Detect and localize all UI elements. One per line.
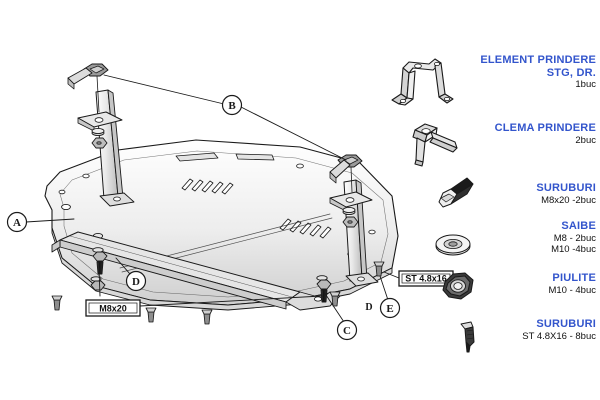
vent-slots-group-2 <box>279 218 332 239</box>
legend-qty-suruburi-st48x16: ST 4.8X16 - 8buc <box>522 330 596 342</box>
self-tapping-screws <box>51 261 385 325</box>
callout-D: D <box>125 270 147 292</box>
washer-icon <box>427 226 483 269</box>
clamp-icon <box>403 116 465 173</box>
u-bracket-icon <box>385 54 461 115</box>
callout-C-label: C <box>343 325 351 337</box>
st48x16-label: ST 4.8x16 <box>405 274 447 284</box>
legend-qty-piulite: M10 - 4buc <box>548 284 596 296</box>
legend-qty-element-prindere: 1buc <box>575 79 596 90</box>
legend-qty-clema-prindere: 2buc <box>575 134 596 146</box>
callout-D-label: D <box>132 276 140 288</box>
fastener-stack-left <box>92 247 108 275</box>
callout-A-label: A <box>13 217 21 229</box>
legend-item-suruburi-st48x16: SURUBURI ST 4.8X16 - 8buc <box>385 318 600 353</box>
bolt-icon <box>427 176 483 223</box>
callout-A: A <box>6 211 28 233</box>
legend-qty-saibe: M8 - 2buc <box>553 232 596 244</box>
legend-item-piulite: PIULITE M10 - 4buc <box>385 272 600 300</box>
legend-text-suruburi-st48x16: SURUBURI ST 4.8X16 - 8buc <box>522 318 600 342</box>
fastener-stack-right <box>316 275 332 303</box>
legend-item-element-prindere: ELEMENT PRINDERE STG, DR. 1buc <box>385 54 600 106</box>
legend-title-suruburi-m8x20: SURUBURI <box>536 182 596 194</box>
callout-B: B <box>221 94 243 116</box>
callout-B-label: B <box>228 100 236 112</box>
legend-title-clema-prindere: CLEMA PRINDERE <box>494 122 596 134</box>
legend-subtitle-element-prindere: STG, DR. <box>546 66 596 79</box>
legend-item-clema-prindere: CLEMA PRINDERE 2buc <box>385 122 600 167</box>
legend-title-piulite: PIULITE <box>552 272 596 284</box>
legend-text-saibe: SAIBE M8 - 2buc M10 -4buc <box>551 220 600 256</box>
boxed-label-m8x20: M8x20 <box>85 299 141 317</box>
legend-title-element-prindere: ELEMENT PRINDERE <box>480 54 596 66</box>
callout-D2-label: D <box>365 302 372 313</box>
left-bracket-post <box>67 63 135 207</box>
legend-item-suruburi-m8x20: SURUBURI M8x20 -2buc <box>385 177 600 208</box>
hex-nut-icon <box>435 266 485 313</box>
legend-title-saibe: SAIBE <box>561 220 596 232</box>
legend-text-piulite: PIULITE M10 - 4buc <box>548 272 600 296</box>
legend-text-clema-prindere: CLEMA PRINDERE 2buc <box>495 122 600 146</box>
legend-title-suruburi-st48x16: SURUBURI <box>536 318 596 330</box>
callout-E: E <box>379 297 401 319</box>
vent-slots-group-1 <box>181 178 234 195</box>
parts-legend: ELEMENT PRINDERE STG, DR. 1buc <box>385 40 600 355</box>
self-tapping-screw-icon <box>453 316 487 361</box>
legend-text-suruburi-m8x20: SURUBURI M8x20 -2buc <box>536 182 600 206</box>
fastener-stack-left-2 <box>90 276 106 291</box>
legend-text-element-prindere: ELEMENT PRINDERE STG, DR. 1buc <box>480 54 600 91</box>
callout-markers: A B C D D E <box>6 94 401 341</box>
legend-qty2-saibe: M10 -4buc <box>551 244 596 255</box>
right-bracket-post <box>329 154 379 287</box>
legend-item-saibe: SAIBE M8 - 2buc M10 -4buc <box>385 220 600 256</box>
callout-C: C <box>336 319 358 341</box>
boxed-label-st48x16: ST 4.8x16 <box>398 270 454 287</box>
leader-lines <box>25 74 400 323</box>
callout-E-label: E <box>386 303 393 315</box>
legend-qty-suruburi-m8x20: M8x20 -2buc <box>541 194 596 206</box>
m8x20-label: M8x20 <box>99 304 127 314</box>
